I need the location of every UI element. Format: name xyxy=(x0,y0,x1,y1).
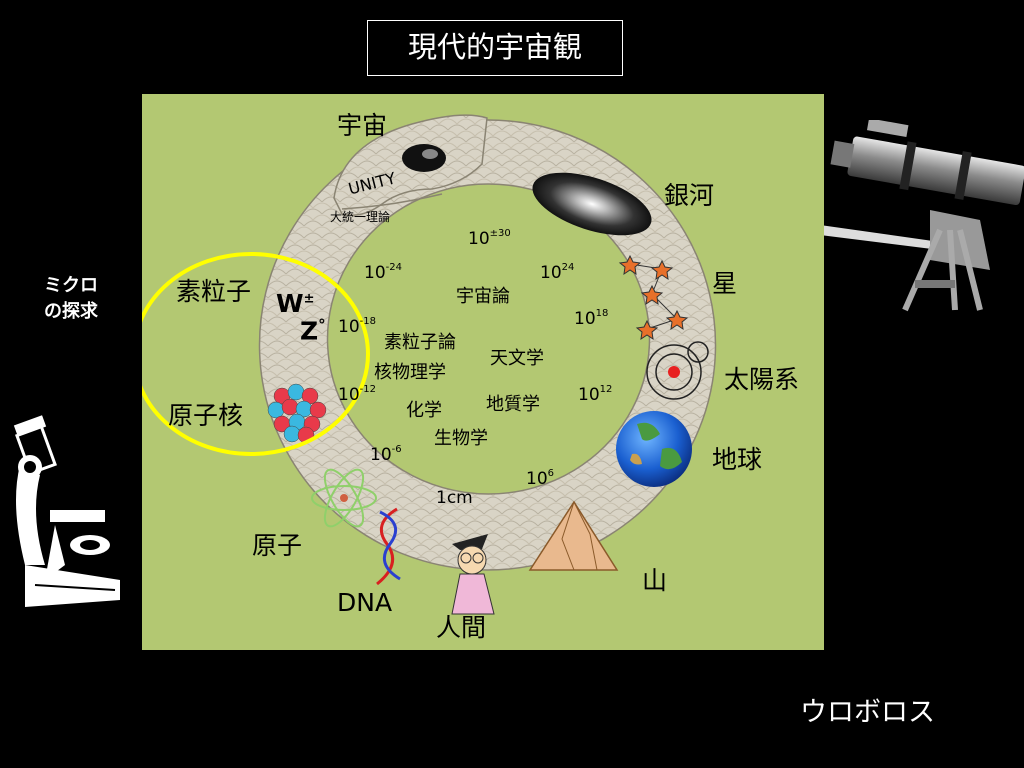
label-biology: 生物学 xyxy=(434,428,488,449)
label-w-boson: W± xyxy=(276,289,315,318)
label-particle-theory: 素粒子論 xyxy=(384,332,456,353)
label-universe: 宇宙 xyxy=(337,111,388,140)
micro-highlight-circle xyxy=(142,252,370,456)
mountain-icon xyxy=(528,500,619,571)
label-particle: 素粒子 xyxy=(176,277,252,306)
scale-10-minus6: 10-6 xyxy=(370,444,402,465)
snake-eye xyxy=(402,144,446,172)
micro-exploration-label: ミクロ の探求 xyxy=(44,273,98,325)
micro-label-line2: の探求 xyxy=(44,301,98,322)
scale-10-12: 1012 xyxy=(578,384,613,405)
microscope-icon xyxy=(13,415,120,607)
scale-10-minus12: 10-12 xyxy=(338,384,376,405)
earth-icon xyxy=(616,411,692,487)
label-mountain: 山 xyxy=(642,566,668,595)
label-human: 人間 xyxy=(436,613,487,642)
slide-title: 現代的宇宙観 xyxy=(367,20,623,76)
label-solar-system: 太陽系 xyxy=(724,365,800,394)
label-z-boson: Z° xyxy=(300,316,326,346)
label-cosmology: 宇宙論 xyxy=(456,286,510,307)
scale-10-6: 106 xyxy=(526,468,555,489)
label-earth: 地球 xyxy=(712,445,763,474)
label-astronomy: 天文学 xyxy=(490,348,544,369)
label-unified-theory: 大統一理論 xyxy=(330,210,391,224)
ouroboros-diagram xyxy=(142,114,717,615)
scientist-icon xyxy=(451,534,495,615)
constellation-icon xyxy=(618,254,689,341)
ouroboros-label: ウロボロス xyxy=(800,697,935,728)
label-dna: DNA xyxy=(337,588,393,617)
scale-10-minus24: 10-24 xyxy=(364,262,402,283)
diagram-panel: 宇宙 銀河 星 太陽系 地球 山 人間 DNA 原子 原子核 素粒子 W± Z°… xyxy=(142,94,824,650)
telescope-icon xyxy=(820,120,1024,312)
scale-10-minus18: 10-18 xyxy=(338,316,376,337)
scale-10-18: 1018 xyxy=(574,308,609,329)
solar-system-icon xyxy=(646,341,709,400)
scale-10-24: 1024 xyxy=(540,262,575,283)
atom-icon xyxy=(311,468,377,528)
scale-10-pm30: 10±30 xyxy=(468,228,511,249)
micro-label-line1: ミクロ xyxy=(44,275,98,296)
dna-icon xyxy=(376,507,401,586)
label-atom: 原子 xyxy=(252,531,303,560)
label-galaxy: 銀河 xyxy=(664,181,715,210)
label-chemistry: 化学 xyxy=(406,400,442,421)
label-star: 星 xyxy=(712,269,738,298)
galaxy-icon xyxy=(532,172,652,236)
label-nuclear-physics: 核物理学 xyxy=(374,362,446,383)
label-nucleus: 原子核 xyxy=(168,401,244,430)
scale-1cm: 1cm xyxy=(436,488,473,508)
label-geology: 地質学 xyxy=(486,394,540,415)
